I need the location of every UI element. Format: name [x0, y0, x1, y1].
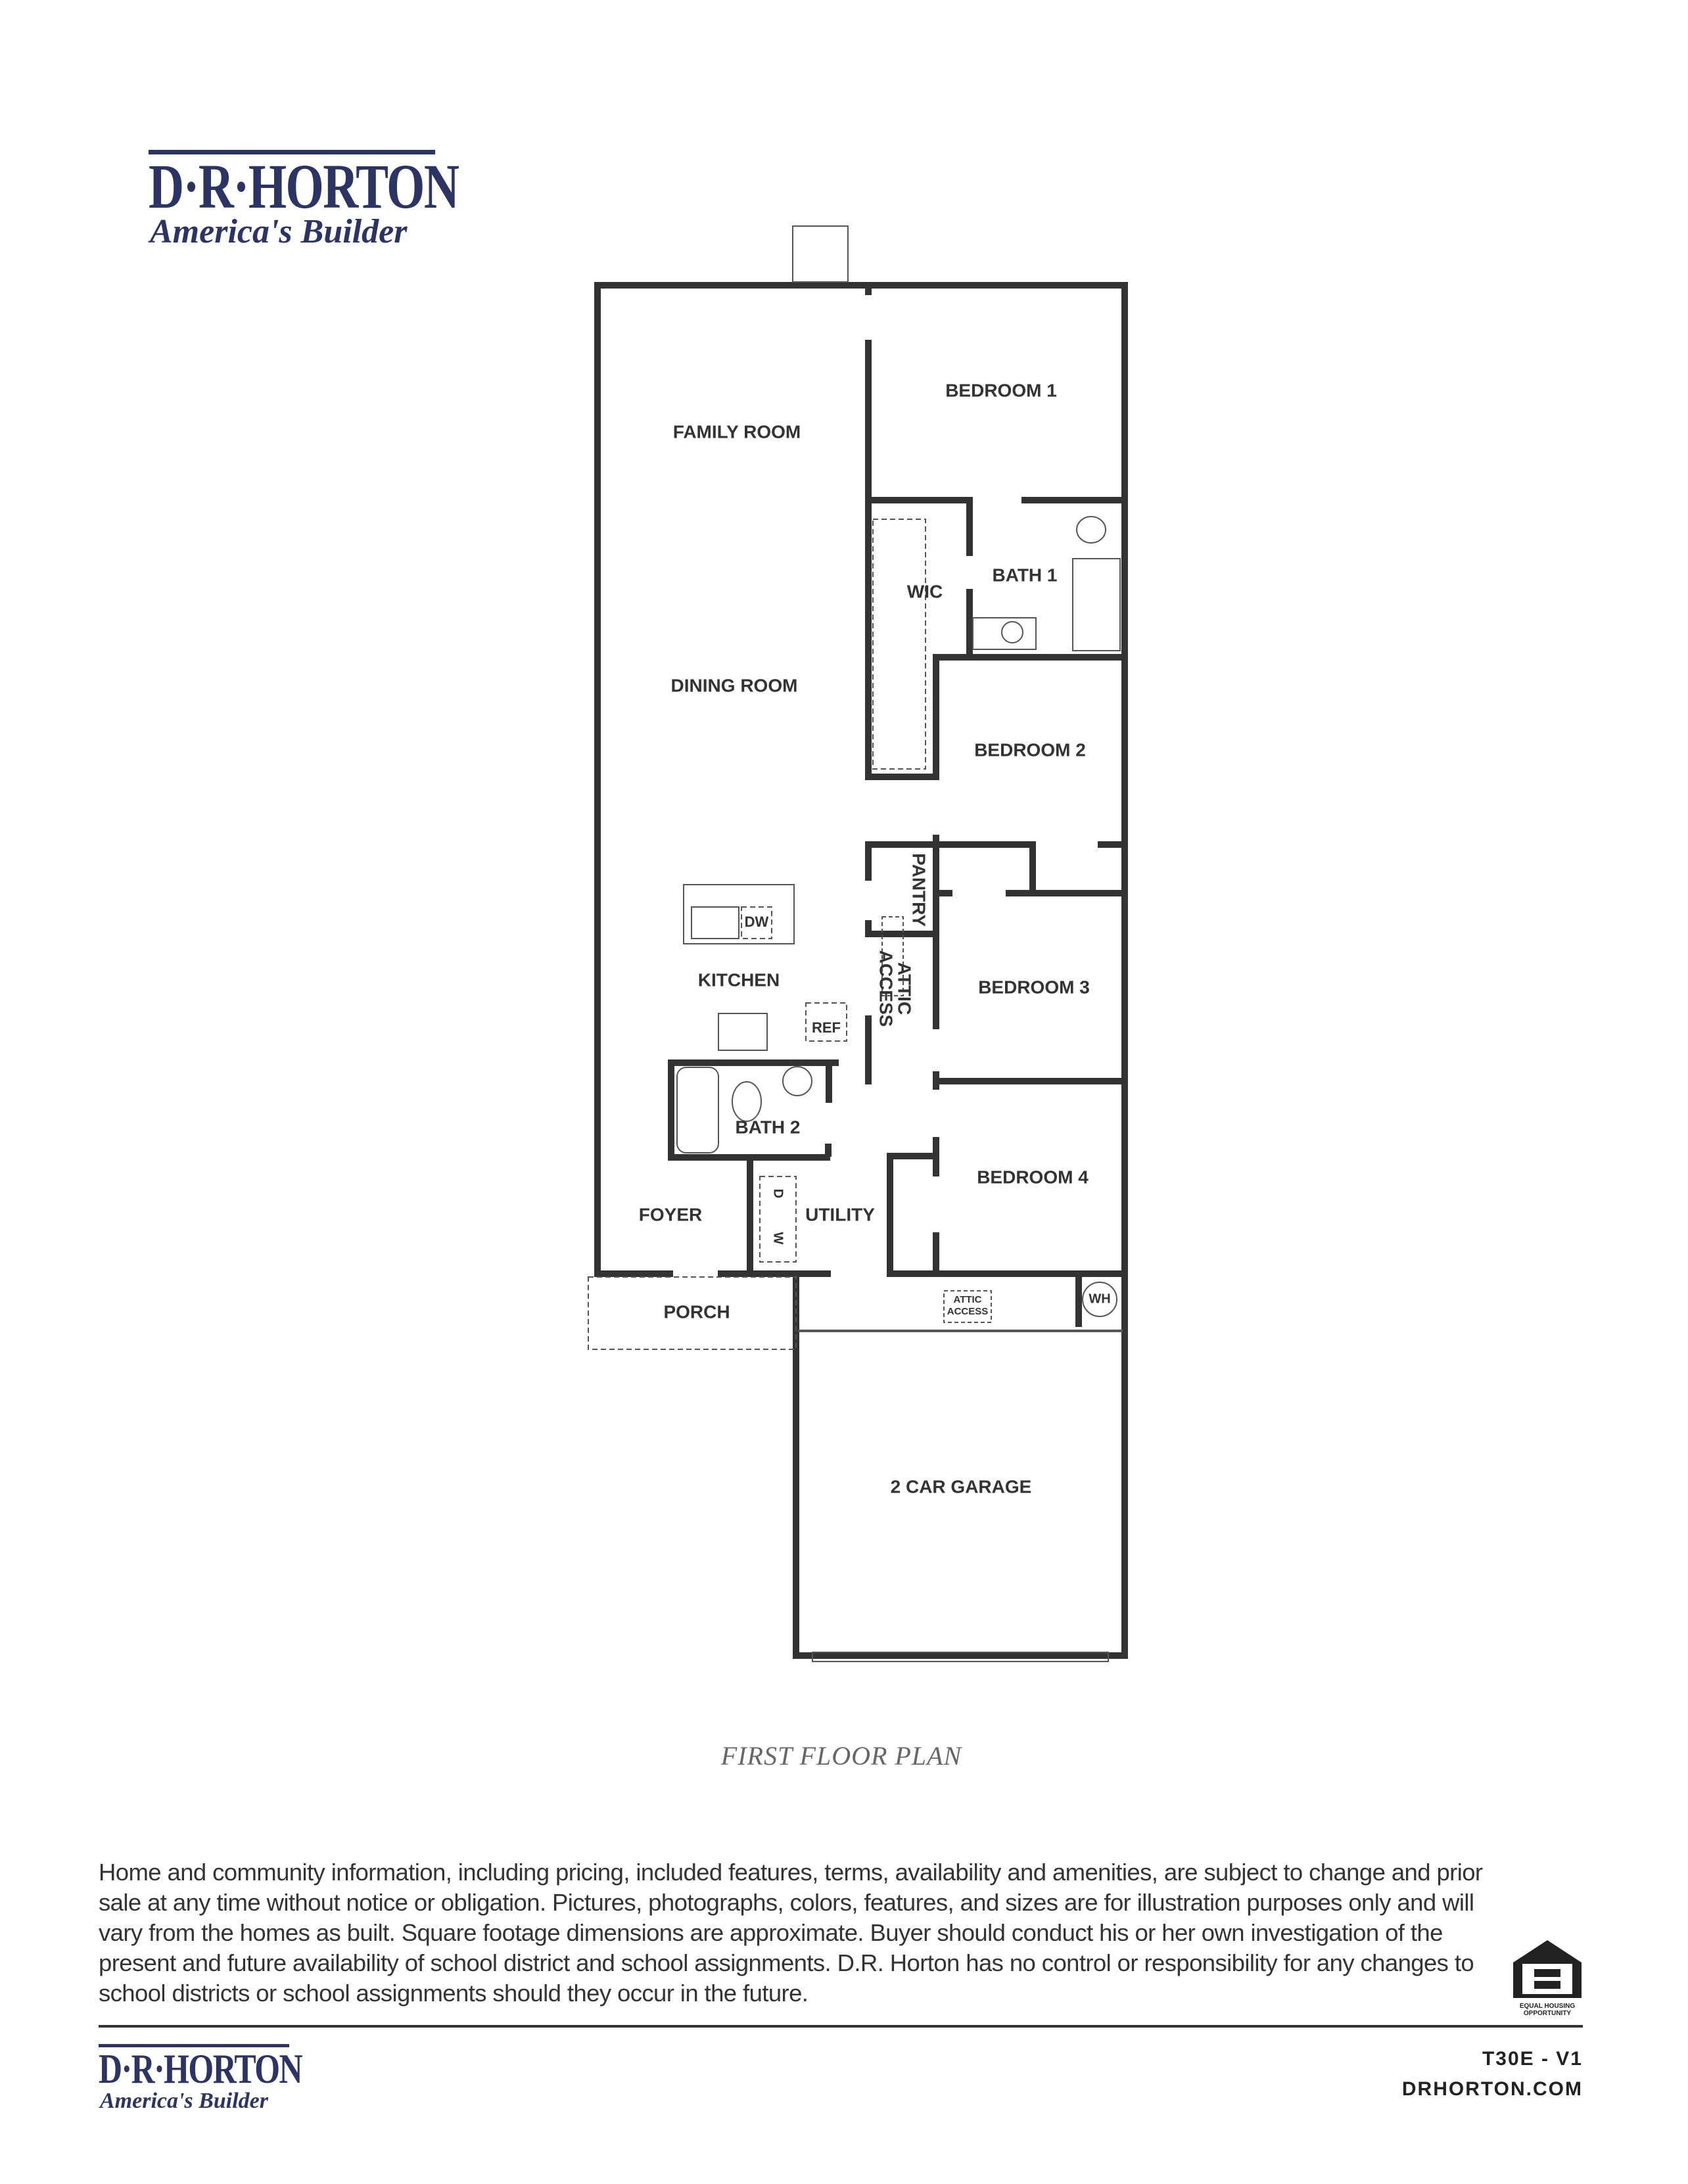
room-label-utility: UTILITY — [805, 1204, 875, 1224]
eho-line1: EQUAL HOUSING — [1519, 2003, 1576, 2010]
website-link[interactable]: DRHORTON.COM — [1401, 2078, 1583, 2100]
label-water-heater: WH — [1089, 1291, 1110, 1306]
floor-plan: FAMILY ROOM BEDROOM 1 WIC BATH 1 DINING … — [588, 225, 1128, 1662]
eho-line2: OPPORTUNITY — [1523, 2010, 1572, 2017]
label-attic-access-2: ACCESS — [876, 950, 897, 1027]
room-label-bedroom-2: BEDROOM 2 — [974, 739, 1086, 760]
walls — [594, 282, 1128, 1659]
plan-caption: FIRST FLOOR PLAN — [720, 1741, 962, 1771]
logo-tagline: America's Builder — [150, 213, 408, 250]
brand-logo-bottom: D·R·HORTON America's Builder — [99, 2044, 303, 2116]
room-label-garage: 2 CAR GARAGE — [891, 1476, 1032, 1497]
fixtures — [588, 225, 1123, 1662]
logo-name: D·R·HORTON — [99, 2045, 303, 2092]
room-label-bath-1: BATH 1 — [992, 565, 1057, 585]
house-icon — [1513, 1940, 1582, 1998]
room-label-bedroom-1: BEDROOM 1 — [945, 380, 1057, 400]
logo-bar — [149, 150, 435, 154]
logo-tagline: America's Builder — [100, 2089, 268, 2113]
label-attic-access-1: ATTIC — [895, 962, 915, 1015]
label-dw: DW — [745, 914, 769, 930]
room-label-bath-2: BATH 2 — [735, 1117, 800, 1137]
room-label-dining-room: DINING ROOM — [671, 675, 798, 695]
room-label-family-room: FAMILY ROOM — [673, 421, 801, 442]
room-label-kitchen: KITCHEN — [698, 969, 780, 990]
logo-bar — [99, 2044, 289, 2047]
room-label-bedroom-3: BEDROOM 3 — [978, 977, 1090, 997]
footer-divider — [99, 2025, 1583, 2028]
label-washer: W — [771, 1232, 785, 1245]
equal-housing-opportunity-icon: EQUAL HOUSING OPPORTUNITY — [1511, 1939, 1584, 2018]
brand-logo-top: D·R·HORTON America's Builder — [149, 150, 459, 255]
disclaimer-text: Home and community information, includin… — [99, 1859, 1483, 2007]
room-label-porch: PORCH — [663, 1301, 730, 1322]
plan-code: T30E - V1 — [1482, 2048, 1583, 2070]
label-garage-attic-2: ACCESS — [947, 1306, 989, 1317]
label-dryer: D — [771, 1189, 785, 1198]
room-label-wic: WIC — [907, 581, 943, 601]
logo-name: D·R·HORTON — [149, 151, 459, 221]
room-label-pantry: PANTRY — [909, 853, 929, 927]
label-garage-attic-1: ATTIC — [953, 1294, 981, 1305]
room-label-foyer: FOYER — [639, 1204, 702, 1224]
label-ref: REF — [812, 1019, 841, 1036]
room-label-bedroom-4: BEDROOM 4 — [977, 1167, 1089, 1187]
